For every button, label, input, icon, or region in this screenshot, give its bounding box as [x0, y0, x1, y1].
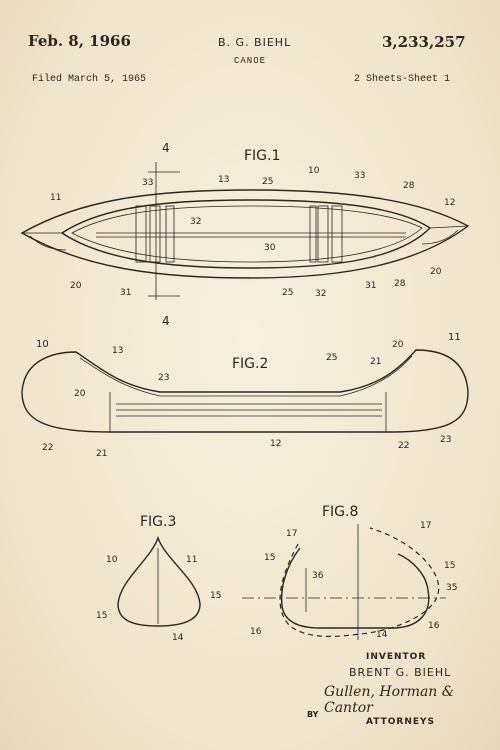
ref-fig1-20-left: 20: [70, 281, 82, 291]
ref-fig2-23-right: 23: [440, 435, 451, 445]
fig3-section: FIG.3 10 11 14 15 15: [96, 514, 221, 643]
ref-fig1-28-top: 28: [403, 181, 415, 191]
ref-fig1-section-bottom: 4: [162, 314, 170, 328]
ref-fig1-11: 11: [50, 193, 61, 203]
ref-fig3-15-right: 15: [210, 591, 221, 601]
fig3-label: FIG.3: [140, 514, 176, 530]
filed-date: Filed March 5, 1965: [32, 74, 147, 85]
inventor-name: BRENT G. BIEHL: [349, 666, 452, 679]
ref-fig2-21-right: 21: [370, 357, 381, 367]
ref-fig1-13: 13: [218, 175, 229, 185]
ref-fig3-11: 11: [186, 555, 197, 565]
attorneys-label: ATTORNEYS: [366, 717, 436, 727]
ref-fig1-20-right: 20: [430, 267, 442, 277]
ref-fig1-28-bottom: 28: [394, 279, 406, 289]
ref-fig2-20-right: 20: [392, 340, 404, 350]
ref-fig8-16-right: 16: [428, 621, 440, 631]
ref-fig1-31-right: 31: [365, 281, 376, 291]
fig1-top-view: FIG.1 4 4 10 11 12 13 20: [20, 141, 470, 328]
inventor-label: INVENTOR: [366, 652, 427, 662]
ref-fig1-33-left: 33: [142, 178, 153, 188]
ref-fig2-21-left: 20: [74, 389, 86, 399]
patent-subject: CANOE: [234, 56, 267, 66]
attorney-signature: Gullen, Horman & Cantor: [324, 684, 455, 716]
ref-fig1-section-top: 4: [162, 141, 170, 155]
ref-fig1-30: 30: [264, 243, 276, 253]
ref-fig8-35: 35: [446, 583, 457, 593]
ref-fig2-25: 23: [158, 373, 169, 383]
ref-fig1-12: 12: [444, 198, 455, 208]
fig1-label: FIG.1: [244, 148, 280, 164]
ref-fig1-33-right: 33: [354, 171, 365, 181]
ref-fig3-15-left: 15: [96, 611, 107, 621]
ref-fig1-32-top: 32: [190, 217, 201, 227]
fig8-label: FIG.8: [322, 504, 358, 520]
ref-fig2-22-right: 22: [398, 441, 409, 451]
fig2-label: FIG.2: [232, 356, 268, 372]
by-label: BY: [307, 710, 319, 719]
ref-fig2-22-left: 21: [96, 449, 107, 459]
ref-fig8-15-left: 15: [264, 553, 275, 563]
patent-number: 3,233,257: [382, 33, 466, 51]
ref-fig3-14: 14: [172, 633, 184, 643]
sheet-count: 2 Sheets-Sheet 1: [354, 74, 451, 85]
ref-fig2-11: 10: [36, 339, 49, 350]
ref-fig2-20-left: 13: [112, 346, 123, 356]
patent-date: Feb. 8, 1966: [28, 32, 131, 50]
ref-fig1-25-top: 25: [262, 177, 273, 187]
fig2-side-view: FIG.2 10 11 12 13 20 20 21 21 22 22 23 2…: [21, 332, 469, 459]
ref-fig2-12: 11: [448, 332, 461, 343]
ref-fig8-16-left: 16: [250, 627, 262, 637]
ref-fig1-31-left: 31: [120, 288, 131, 298]
ref-fig2-23-left: 22: [42, 443, 53, 453]
ref-fig2-13: 12: [270, 439, 281, 449]
fig8-section: FIG.8 14 15 15 16 16 17 17 35 36: [242, 504, 457, 640]
ref-fig1-10: 10: [308, 166, 320, 176]
ref-fig2-10: 25: [326, 353, 337, 363]
ref-fig1-25-bottom: 25: [282, 288, 293, 298]
ref-fig8-17-right: 17: [420, 521, 431, 531]
ref-fig8-36: 36: [312, 571, 324, 581]
ref-fig3-10: 10: [106, 555, 118, 565]
inventor-short-name: B. G. BIEHL: [218, 36, 292, 49]
ref-fig8-14: 14: [376, 630, 388, 640]
ref-fig1-32-bottom: 32: [315, 289, 326, 299]
ref-fig8-15-right: 15: [444, 561, 455, 571]
ref-fig8-17-left: 17: [286, 529, 297, 539]
